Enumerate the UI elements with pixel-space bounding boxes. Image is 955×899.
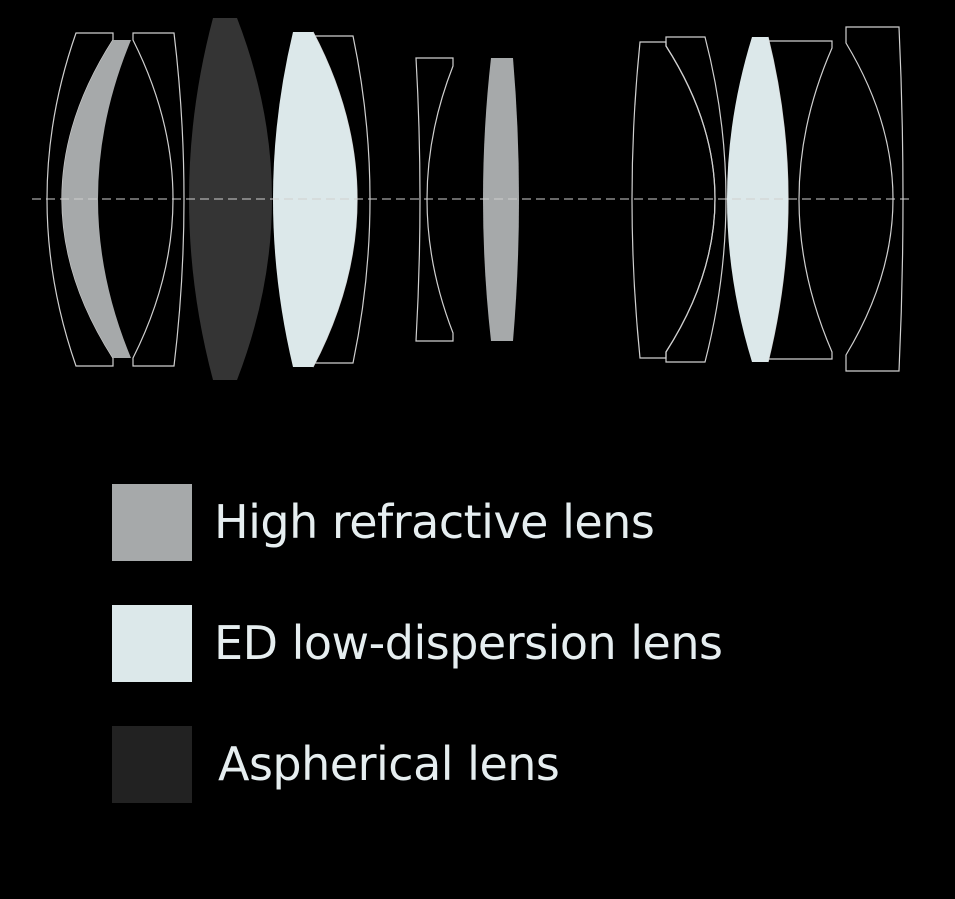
lens-element-11-ed	[727, 37, 788, 362]
legend-label: Aspherical lens	[218, 737, 560, 791]
legend-swatch	[112, 483, 192, 561]
legend-swatch	[112, 725, 192, 803]
legend-item-high-refractive: High refractive lens	[112, 483, 655, 561]
legend-label: ED low-dispersion lens	[214, 616, 723, 670]
lens-element-13	[845, 26, 904, 372]
legend-item-aspherical: Aspherical lens	[112, 725, 560, 803]
lens-element-9	[631, 41, 716, 359]
lens-construction-diagram	[32, 18, 912, 380]
legend-swatch	[112, 604, 192, 682]
lens-element-7	[415, 57, 454, 342]
lens-element-10	[665, 36, 727, 363]
legend-label: High refractive lens	[214, 495, 655, 549]
lens-element-3	[132, 32, 185, 367]
legend-item-ed-low-dispersion: ED low-dispersion lens	[112, 604, 723, 682]
